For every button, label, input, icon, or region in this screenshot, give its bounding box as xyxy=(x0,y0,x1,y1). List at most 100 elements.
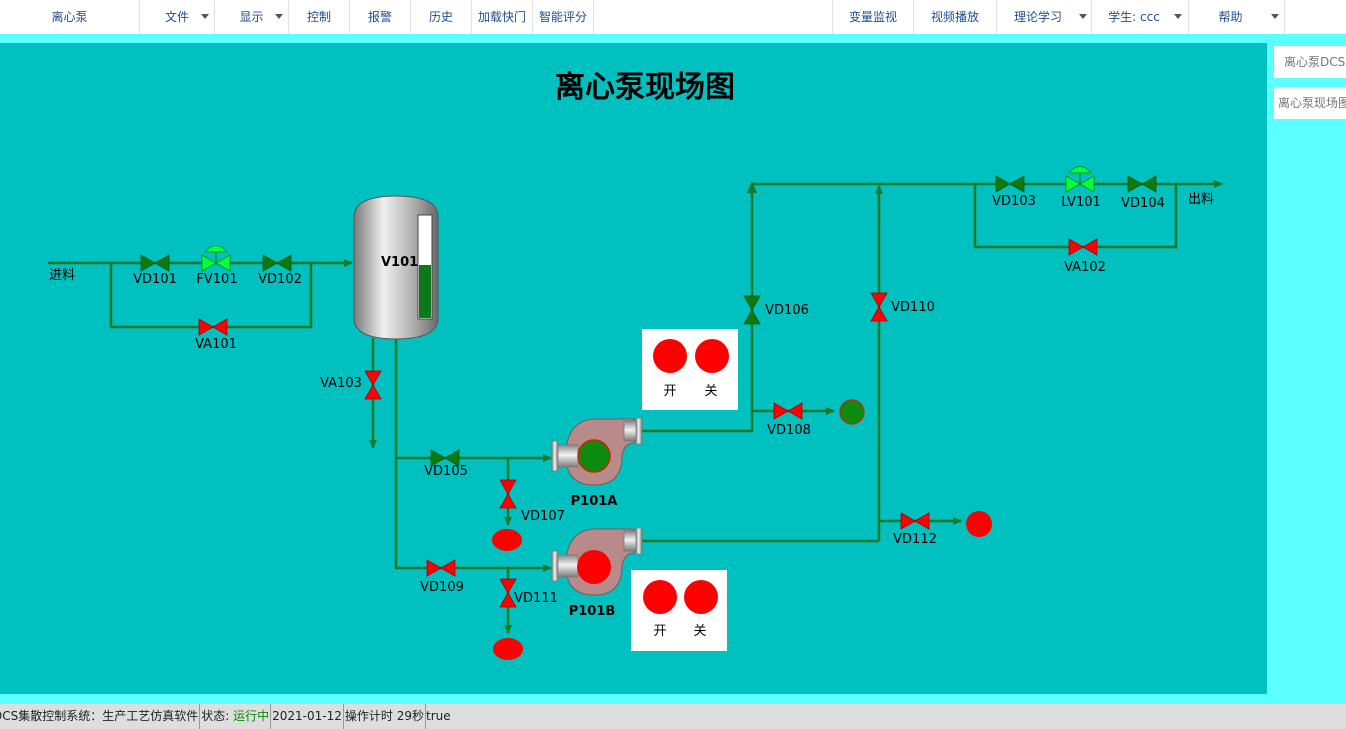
pump-label: P101B xyxy=(569,604,616,619)
label-vd102: VD102 xyxy=(258,272,302,287)
menu-var-monitor-label: 变量监视 xyxy=(848,10,897,24)
label-vd111: VD111 xyxy=(514,591,558,606)
label-vd107: VD107 xyxy=(521,509,565,524)
menu-video-label: 视频播放 xyxy=(930,10,979,24)
inlet-label: 进料 xyxy=(49,268,75,283)
menu-display-label: 显示 xyxy=(239,10,264,24)
pump-status-indicator[interactable] xyxy=(577,550,611,584)
valve-va101[interactable] xyxy=(198,318,228,336)
pump-status-indicator[interactable] xyxy=(577,439,611,473)
menu-video[interactable]: 视频播放 xyxy=(914,0,997,34)
menu-home-label: 离心泵 xyxy=(51,10,88,24)
side-tab-dcs[interactable]: 离心泵DCS xyxy=(1274,46,1346,78)
chevron-down-icon xyxy=(1271,14,1279,19)
valve-lv101[interactable] xyxy=(1065,166,1095,193)
menu-theory[interactable]: 理论学习 xyxy=(997,0,1092,34)
status-state: 状态: 运行中 xyxy=(200,704,272,729)
status-date: 2021-01-12 xyxy=(271,704,344,729)
menu-alarm[interactable]: 报警 xyxy=(350,0,411,34)
menu-bar: 离心泵 文件 显示 控制 报警 历史 加载快门 智能评分 变量监视 视频播放 理… xyxy=(0,0,1346,34)
menu-control-label: 控制 xyxy=(306,10,331,24)
valve-vd105[interactable] xyxy=(430,449,460,467)
pump-a-on-label: 开 xyxy=(663,384,676,399)
label-vd101: VD101 xyxy=(133,272,177,287)
valve-fv101[interactable] xyxy=(201,245,231,272)
pump-p101b[interactable]: P101B xyxy=(551,527,643,619)
valve-vd112[interactable] xyxy=(900,512,930,530)
menu-help-label: 帮助 xyxy=(1218,10,1243,24)
valve-vd109[interactable] xyxy=(426,559,456,577)
menu-load-snapshot[interactable]: 加载快门 xyxy=(472,0,533,34)
label-vd105: VD105 xyxy=(424,464,468,479)
menu-smart-score-label: 智能评分 xyxy=(538,10,587,24)
level-fill xyxy=(419,265,431,318)
process-canvas: 离心泵现场图 V101 xyxy=(0,43,1267,694)
chevron-down-icon xyxy=(1079,14,1087,19)
valve-vd106[interactable] xyxy=(743,295,761,325)
label-vd112: VD112 xyxy=(893,532,937,547)
menu-help[interactable]: 帮助 xyxy=(1189,0,1285,34)
menu-theory-label: 理论学习 xyxy=(1013,10,1062,24)
labels: 进料 出料 VD101 FV101 VD102 VA101 VA103 VD10… xyxy=(49,192,1214,606)
valve-vd107[interactable] xyxy=(499,479,517,509)
pump-b-stop-button[interactable] xyxy=(684,580,718,614)
menu-student-label: 学生: ccc xyxy=(1108,10,1160,24)
valve-va102[interactable] xyxy=(1068,238,1098,256)
outlet-label: 出料 xyxy=(1188,192,1214,207)
label-vd103: VD103 xyxy=(992,194,1036,209)
vent-indicator-vd112 xyxy=(966,511,992,537)
menu-history[interactable]: 历史 xyxy=(411,0,472,34)
menu-file[interactable]: 文件 xyxy=(140,0,215,34)
valve-vd103[interactable] xyxy=(995,175,1025,193)
pump-p101a[interactable]: P101A xyxy=(551,417,643,509)
pump-label: P101A xyxy=(571,494,618,509)
valve-va103[interactable] xyxy=(364,370,382,400)
menu-home[interactable]: 离心泵 xyxy=(0,0,140,34)
vessel-v101[interactable]: V101 xyxy=(353,195,439,340)
pump-a-start-button[interactable] xyxy=(653,339,687,373)
label-fv101: FV101 xyxy=(196,272,237,287)
label-vd110: VD110 xyxy=(891,300,935,315)
menu-control[interactable]: 控制 xyxy=(289,0,350,34)
pump-b-control-panel: 开 关 xyxy=(631,570,727,651)
drain-indicator-vd107 xyxy=(492,529,522,551)
menu-smart-score[interactable]: 智能评分 xyxy=(533,0,594,34)
menu-load-snapshot-label: 加载快门 xyxy=(477,10,526,24)
flow-arrow xyxy=(747,181,757,193)
process-diagram: 离心泵现场图 V101 xyxy=(48,70,1223,660)
status-timer: 操作计时 29秒 xyxy=(344,704,426,729)
vent-indicator-vd108 xyxy=(839,399,865,425)
chevron-down-icon xyxy=(201,14,209,19)
vessel-label: V101 xyxy=(381,255,418,270)
drain-indicator-vd111 xyxy=(493,638,523,660)
label-va102: VA102 xyxy=(1064,260,1106,275)
pump-b-start-button[interactable] xyxy=(643,580,677,614)
menu-var-monitor[interactable]: 变量监视 xyxy=(832,0,914,34)
label-vd104: VD104 xyxy=(1121,196,1165,211)
label-vd106: VD106 xyxy=(765,303,809,318)
status-state-value: 运行中 xyxy=(233,709,270,723)
label-vd108: VD108 xyxy=(767,423,811,438)
pump-a-stop-button[interactable] xyxy=(695,339,729,373)
side-tab-field[interactable]: 离心泵现场图 xyxy=(1274,87,1346,119)
valve-vd108[interactable] xyxy=(773,402,803,420)
valve-vd104[interactable] xyxy=(1127,175,1157,193)
menu-file-label: 文件 xyxy=(164,10,189,24)
diagram-title: 离心泵现场图 xyxy=(555,70,735,105)
status-flag: true xyxy=(425,709,451,723)
valve-vd102[interactable] xyxy=(262,254,292,272)
valve-vd101[interactable] xyxy=(140,254,170,272)
valve-vd111[interactable] xyxy=(499,578,517,608)
label-va103: VA103 xyxy=(320,376,362,391)
pump-b-off-label: 关 xyxy=(693,624,706,639)
status-system: DCS集散控制系统：生产工艺仿真软件 xyxy=(0,704,201,729)
menu-display[interactable]: 显示 xyxy=(215,0,289,34)
menu-student[interactable]: 学生: ccc xyxy=(1092,0,1189,34)
valve-vd110[interactable] xyxy=(870,292,888,322)
label-vd109: VD109 xyxy=(420,580,464,595)
pump-b-on-label: 开 xyxy=(653,624,666,639)
chevron-down-icon xyxy=(1174,14,1182,19)
pump-a-off-label: 关 xyxy=(704,384,717,399)
chevron-down-icon xyxy=(275,14,283,19)
